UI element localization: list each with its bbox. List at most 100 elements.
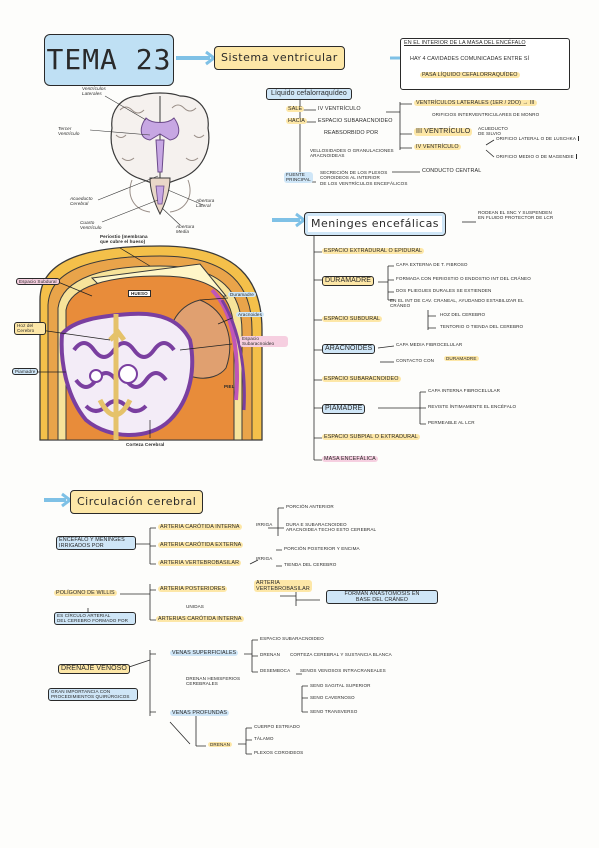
label-duramadre: Duramadre <box>228 292 256 298</box>
circ-carotida-interna: ARTERIA CARÓTIDA INTERNA <box>158 524 242 531</box>
meninges-subaracnoideo: ESPACIO SUBARACNOIDEO <box>322 376 401 383</box>
circ-seno-sagital: SENO SAGITAL SUPERIOR <box>310 683 371 688</box>
label-cuarto-ventriculo-text: Cuarto Ventrículo <box>80 220 102 231</box>
label-tercer-ventriculo: Tercer Ventrículo <box>58 126 98 137</box>
lcr-iii-ventriculo: III VENTRÍCULO <box>414 128 473 136</box>
lcr-vellosidades: VELLOSIDADES O GRANULACIONES ARACNOIDEAS <box>310 148 394 159</box>
circ-poligono-desc: ES CÍRCULO ARTERIAL DEL CEREBRO FORMADO … <box>54 612 136 625</box>
ar-contacto: CONTACTO CON <box>396 358 435 363</box>
label-abertura-media-text: Abertura Media <box>176 224 195 235</box>
lcr-orificio-magendie: ORIFICIO MEDIO O DE MAGENDIE <box>496 154 577 160</box>
ar-contacto-duramadre: DURAMADRE <box>444 356 479 362</box>
circ-art-vb: ARTERIA VERTEBROBASILAR <box>254 580 312 593</box>
lcr-conducto-central: CONDUCTO CENTRAL <box>422 168 482 174</box>
meninges-masa: MASA ENCEFÁLICA <box>322 456 378 463</box>
meninges-subdural: ESPACIO SUBDURAL <box>322 316 383 323</box>
circ-venas-profundas: VENAS PROFUNDAS <box>170 710 230 717</box>
circ-drenan-hemisferios: DRENAN HEMISFERIOS CEREBRALES <box>186 676 241 687</box>
lcr-orificio-luschka: ORIFICIO LATERAL O DE LUSCHKA <box>496 136 579 142</box>
dm-capa-externa: CAPA EXTERNA DE T. FIBROSO <box>396 262 468 267</box>
label-tercer-ventriculo-text: Tercer Ventrículo <box>58 126 80 137</box>
circ-vp-talamo: TÁLAMO <box>254 736 274 741</box>
pm-capa-interna: CAPA INTERNA FIBROCELULAR <box>428 388 501 393</box>
intro-line-1: EN EL INTERIOR DE LA MASA DEL ENCÉFALO <box>404 40 526 46</box>
lcr-sale: SALE <box>286 106 305 113</box>
circ-vb-posterior: PORCIÓN POSTERIOR Y ENCIMA <box>284 546 360 551</box>
circ-vp-plexos: PLEXOS COROIDEOS <box>254 750 304 755</box>
label-espacio-subdural: Espacio Subdural <box>16 278 60 286</box>
section-title-circulacion: Circulación cerebral <box>70 490 204 514</box>
pm-permeable: PERMEABLE AL LCR <box>428 420 475 425</box>
lcr-fuente: FUENTE PRINCIPAL <box>284 172 313 183</box>
circ-drenaje-desc: GRAN IMPORTANCIA CON PROCEDIMIENTOS QUIR… <box>48 688 138 701</box>
label-piamadre: Piamadre <box>12 368 39 376</box>
label-espacio-subaracnoideo: Espacio Subaracnoideo <box>240 336 288 347</box>
label-acueducto-text: Acueducto Cerebral <box>70 196 93 207</box>
circ-encefalo: ENCÉFALO Y MENINGES IRRIGADOS POR <box>56 536 136 551</box>
circ-vp-cuerpo-estriado: CUERPO ESTRIADO <box>254 724 300 729</box>
circ-ci-porcion-anterior: PORCIÓN ANTERIOR <box>286 504 334 509</box>
section-title-ventricular: Sistema ventricular <box>214 46 345 70</box>
circ-vb-tienda: TIENDA DEL CEREBRO <box>284 562 337 567</box>
ar-capa-media: CAPA MEDIA FIBROCELULAR <box>396 342 463 347</box>
label-abertura-media: Abertura Media <box>176 224 216 235</box>
lcr-hacia: HACIA <box>286 118 307 125</box>
circ-vs-espacio: ESPACIO SUBARACNOIDEO <box>260 636 324 641</box>
intro-line-2: HAY 4 CAVIDADES COMUNICADAS ENTRE SÍ <box>410 56 530 62</box>
lcr-reabsorbido: REABSORBIDO POR <box>324 130 379 136</box>
dm-periostio: FORMADA CON PERIOSTIO O ENDOSTIO INT DEL… <box>396 276 531 281</box>
lcr-iv-ventriculo: IV VENTRÍCULO <box>414 144 461 151</box>
label-abertura-lateral: Abertura Lateral <box>196 198 236 209</box>
dm-estabilizar: EN EL INT DE CAV. CRANEAL, AYUDANDO ESTA… <box>390 298 524 309</box>
circ-art-posteriores: ARTERIA POSTERIORES <box>158 586 228 593</box>
circ-vs-corteza: CORTEZA CEREBRAL Y SUSTANCIA BLANCA <box>290 652 392 657</box>
circ-ci-dura: DURA E SUBARACNOIDEO ARACNOIDEA TECHO ES… <box>286 522 377 533</box>
lcr-secrecion: SECRECIÓN DE LOS PLEXOS COROIDEOS AL INT… <box>320 170 408 186</box>
label-ventriculos-laterales: Ventrículos Laterales <box>82 86 122 97</box>
circ-irriga-2: IRRIGA <box>256 556 273 561</box>
label-hueso: HUESO <box>128 290 151 298</box>
label-acueducto: Acueducto Cerebral <box>70 196 110 207</box>
label-abertura-lateral-text: Abertura Lateral <box>196 198 215 209</box>
lcr-hacia-to: ESPACIO SUBARACNOIDEO <box>318 118 393 124</box>
label-cuarto-ventriculo: Cuarto Ventrículo <box>80 220 120 231</box>
circ-vs-senos: SENOS VENOSOS INTRACRANEALES <box>300 668 386 673</box>
lcr-sale-to: IV VENTRÍCULO <box>318 106 361 112</box>
label-periostio: Periostio (membrana que cubre el hueso) <box>100 234 148 245</box>
circ-venas-superficiales: VENAS SUPERFICIALES <box>170 650 239 657</box>
meninges-subpial: ESPACIO SUBPIAL O EXTRADURAL <box>322 434 420 441</box>
circ-carotida-externa: ARTERIA CARÓTIDA EXTERNA <box>158 542 244 549</box>
label-hoz-cerebro: Hoz del Cerebro <box>14 322 46 335</box>
brain-meninges-illustration <box>38 245 263 441</box>
circ-poligono-willis: POLÍGONO DE WILLIS <box>54 590 117 597</box>
circ-unidas: UNIDAS <box>186 604 204 609</box>
circ-vs-drenan: DRENAN <box>260 652 280 657</box>
section-title-meninges: Meninges encefálicas <box>304 212 447 236</box>
dm-tentorio: TENTORIO O TIENDA DEL CEREBRO <box>440 324 524 329</box>
dm-hoz: HOZ DEL CEREBRO <box>440 312 486 317</box>
circ-forman: FORMAN ANASTOMOSIS EN BASE DEL CRÁNEO <box>326 590 438 605</box>
circ-seno-cavernoso: SENO CAVERNOSO <box>310 695 355 700</box>
intro-line-3: PASA LÍQUIDO CEFALORRAQUÍDEO <box>420 72 520 79</box>
circ-vp-drenan: DRENAN <box>208 742 232 748</box>
label-piel: PIEL <box>224 384 235 389</box>
pm-reviste: REVISTE ÍNTIMAMENTE EL ENCÉFALO <box>428 404 517 409</box>
label-ventriculos-laterales-text: Ventrículos Laterales <box>82 86 106 97</box>
lcr-acueducto-silvio: ACUEDUCTO DE SILVIO <box>478 126 508 137</box>
lcr-orificios-monro: ORIFICIOS INTERVENTRICULARES DE MONRO <box>432 112 540 117</box>
brain-coronal-top <box>89 92 210 226</box>
dm-pliegues: DOS PLIEGUES DURALES SE EXTIENDEN <box>396 288 492 293</box>
label-aracnoides: Aracnoides <box>236 312 264 318</box>
meninges-epidural: ESPACIO EXTRADURAL O EPIDURAL <box>322 248 425 255</box>
circ-art-carotida: ARTERIAS CARÓTIDA INTERNA <box>156 616 244 623</box>
meninges-desc: RODEAN EL SNC Y SUSPENDEN EN FLUIDO PROT… <box>478 210 554 221</box>
meninges-piamadre: PIAMADRE <box>322 404 366 414</box>
circ-vs-desemboca: DESEMBOCA <box>260 668 291 673</box>
topic-title: TEMA 23 <box>44 34 174 86</box>
circ-vertebrobasilar: ARTERIA VERTEBROBASILAR <box>158 560 242 567</box>
lcr-ventriculos-laterales: VENTRÍCULOS LATERALES (1ER / 2DO) → III <box>414 100 537 107</box>
label-corteza: Corteza Cerebral <box>126 442 165 447</box>
circ-drenaje-venoso: DRENAJE VENOSO <box>58 664 130 674</box>
lcr-title: Líquido cefalorraquídeo <box>266 88 352 100</box>
